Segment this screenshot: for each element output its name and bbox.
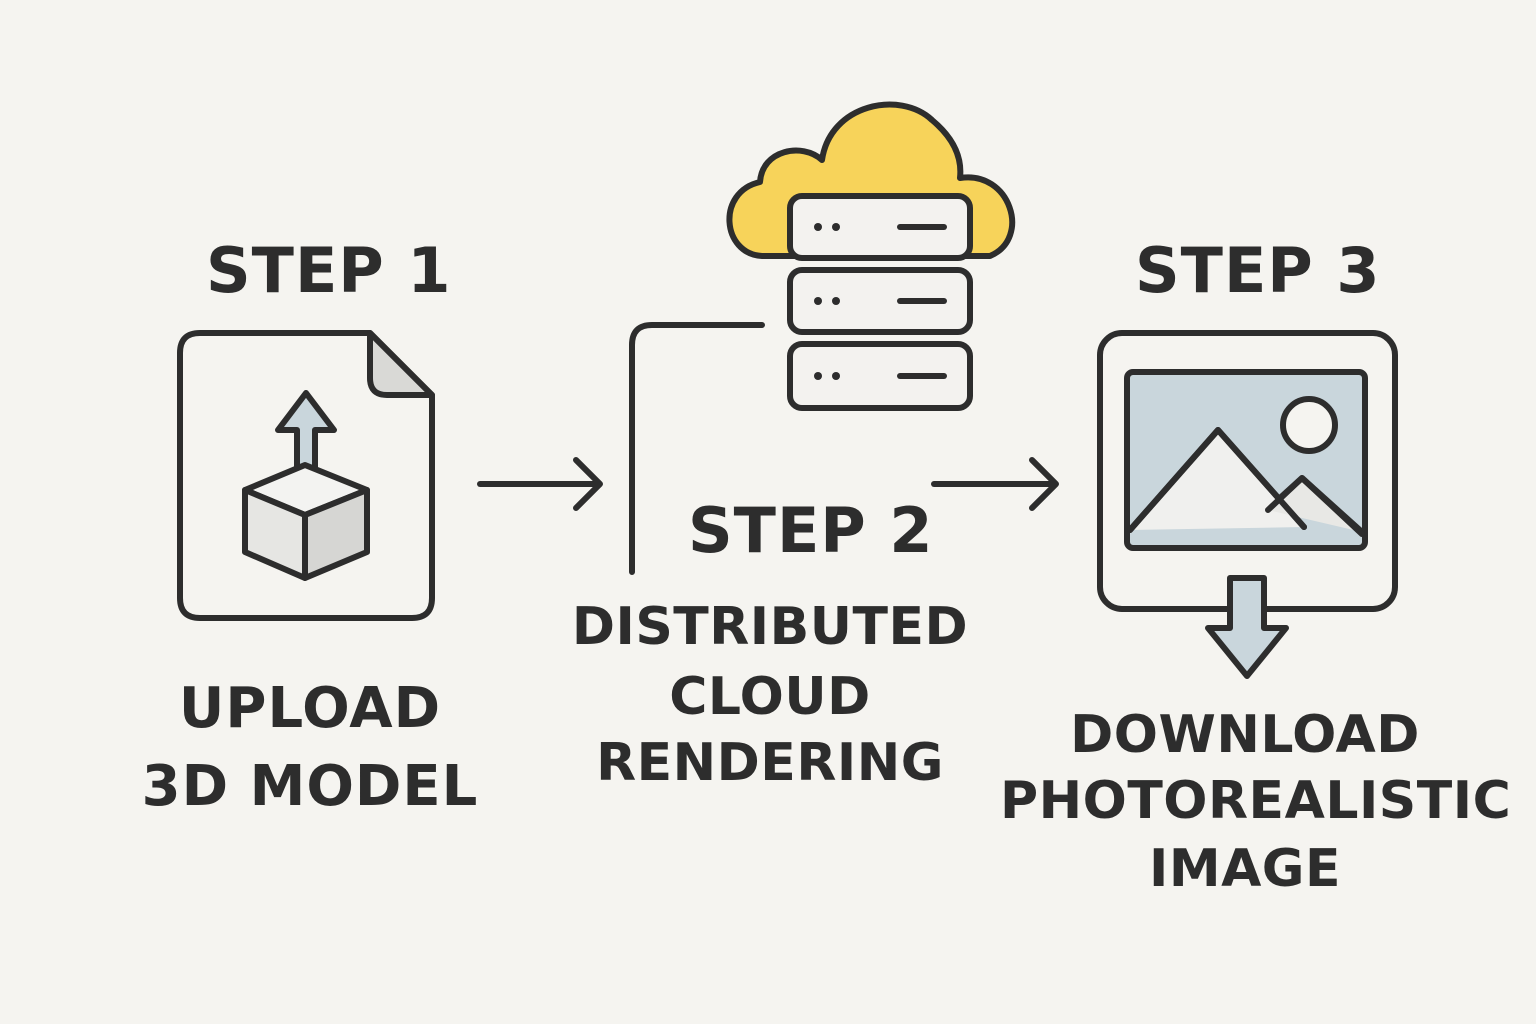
arrow-right-icon xyxy=(477,457,603,511)
arrow-right-icon xyxy=(931,457,1059,511)
step-1-description-line: UPLOAD xyxy=(178,676,442,741)
step-2-description-line: DISTRIBUTED xyxy=(571,597,969,657)
step-3-title: STEP 3 xyxy=(1135,234,1381,307)
step-2-description-line: RENDERING xyxy=(596,733,944,793)
upload-3d-model-file-icon xyxy=(177,330,435,621)
server-unit xyxy=(787,267,973,335)
step-2-title: STEP 2 xyxy=(688,494,934,567)
server-unit xyxy=(787,193,973,261)
cloud-server-icon xyxy=(629,101,1016,575)
download-image-icon xyxy=(1097,330,1398,679)
step-3-description-line: PHOTOREALISTIC xyxy=(1000,771,1512,831)
step-1-description-line: 3D MODEL xyxy=(141,754,479,819)
step-2-description-line: CLOUD xyxy=(669,667,871,727)
step-1-description: UPLOAD 3D MODEL xyxy=(120,678,500,818)
step-1-title: STEP 1 xyxy=(206,234,452,307)
step-2-description: DISTRIBUTED CLOUD RENDERING xyxy=(560,596,980,794)
server-unit xyxy=(787,341,973,411)
step-3-description-line: DOWNLOAD xyxy=(1070,705,1420,765)
step-3-description: DOWNLOAD PHOTOREALISTIC IMAGE xyxy=(1000,704,1512,900)
step-3-description-line: IMAGE xyxy=(1148,839,1342,899)
